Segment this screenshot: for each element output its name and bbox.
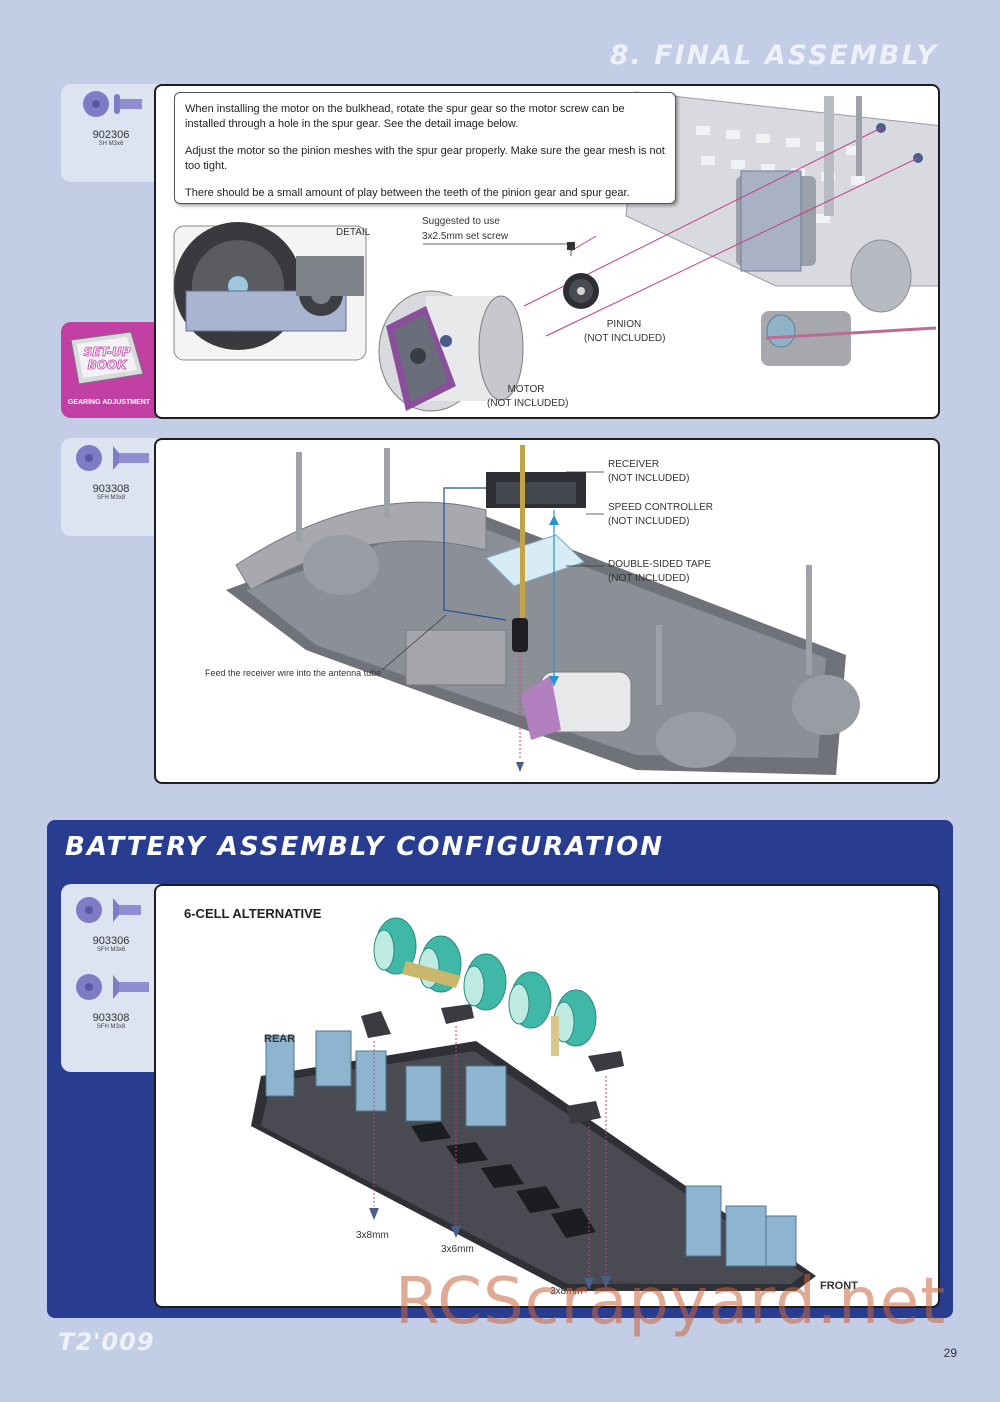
chassis-top-illustration (226, 445, 860, 775)
hardware-code: 902306 (92, 129, 130, 141)
receiver-label: RECEIVER (608, 459, 660, 470)
instruction-2: Adjust the motor so the pinion meshes wi… (185, 145, 665, 172)
screw-label: 3x8mm (356, 1230, 389, 1241)
countersunk-screw-icon (76, 445, 149, 471)
pinion-label: PINION (606, 319, 642, 330)
battery-section-title: BATTERY ASSEMBLY CONFIGURATION (65, 832, 665, 862)
step1-panel: When installing the motor on the bulkhea… (154, 84, 940, 419)
battery-subtitle: 6-CELL ALTERNATIVE (184, 906, 322, 921)
battery-cells-icon (373, 917, 597, 1056)
pinion-gear-icon (563, 273, 599, 309)
step2-panel: RECEIVER (NOT INCLUDED) SPEED CONTROLLER… (154, 438, 940, 784)
countersunk-screw-icon (76, 974, 149, 1000)
motor-label: MOTOR (507, 384, 545, 395)
antenna-note: Feed the receiver wire into the antenna … (205, 668, 382, 678)
instruction-3: There should be a small amount of play b… (185, 187, 630, 199)
hardware-code: 903308 (92, 1012, 130, 1024)
tape-note: (NOT INCLUDED) (608, 573, 690, 584)
battery-chassis-illustration (251, 917, 816, 1291)
setup-book-line1: SET-UP (84, 345, 131, 359)
instruction-1: When installing the motor on the bulkhea… (185, 103, 625, 130)
pinion-note: (NOT INCLUDED) (584, 333, 666, 344)
hardware-code: 903308 (92, 483, 130, 495)
brand-logo: T2'009 (58, 1328, 155, 1356)
motor-icon (378, 290, 524, 412)
hardware-code: 903306 (92, 935, 130, 947)
hardware-spec: SFH M3x8 (96, 1024, 126, 1030)
set-screw-size: 3x2.5mm set screw (422, 231, 509, 242)
hardware-spec: SH M3x6 (98, 141, 124, 147)
setup-book-caption: GEARING ADJUSTMENT (67, 399, 151, 406)
screw-icon (83, 91, 142, 117)
chassis-illustration (173, 91, 938, 412)
setup-book-line2: BOOK (88, 358, 129, 372)
battery-panel: 6-CELL ALTERNATIVE (154, 884, 940, 1308)
speed-controller-label: SPEED CONTROLLER (608, 502, 714, 513)
receiver-note: (NOT INCLUDED) (608, 473, 690, 484)
detail-label: DETAIL (336, 227, 371, 238)
countersunk-screw-icon (76, 897, 141, 923)
hardware-spec: SFH M3x8 (96, 495, 126, 501)
screw-label: 3x8mm (550, 1286, 583, 1297)
motor-note: (NOT INCLUDED) (487, 398, 569, 409)
screw-label: 3x6mm (441, 1244, 474, 1255)
page-number: 29 (943, 1346, 957, 1360)
hardware-tab-step2: 903308 SFH M3x8 (61, 438, 161, 536)
hardware-spec: SFH M3x6 (96, 947, 126, 953)
hardware-tab-step1: 902306 SH M3x6 (61, 84, 161, 182)
section-title: 8. FINAL ASSEMBLY (609, 40, 938, 71)
instruction-box: When installing the motor on the bulkhea… (174, 92, 676, 204)
screw-label: 3x6mm (608, 1280, 641, 1291)
set-screw-note: Suggested to use (422, 216, 500, 227)
tape-label: DOUBLE-SIDED TAPE (608, 559, 711, 570)
front-label: FRONT (820, 1280, 858, 1292)
rear-label: REAR (264, 1033, 296, 1045)
detail-inset (173, 222, 367, 361)
setup-book-badge[interactable]: SET-UP BOOK GEARING ADJUSTMENT (61, 322, 157, 418)
speed-controller-note: (NOT INCLUDED) (608, 516, 690, 527)
watermark: RCScrapyard.net (395, 1265, 947, 1339)
hardware-tab-battery: 903306 SFH M3x6 903308 SFH M3x8 (61, 884, 161, 1072)
book-icon: SET-UP BOOK (70, 331, 144, 385)
